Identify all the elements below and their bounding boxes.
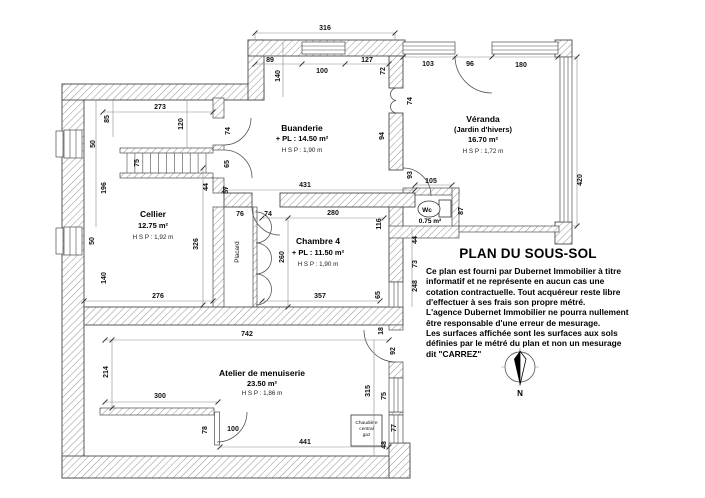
room-buanderie-hsp: H S P : 1,90 m — [282, 147, 323, 154]
room-cellier-name: Cellier — [140, 209, 167, 219]
boiler-label-3: gaz — [363, 433, 371, 438]
dim-57: 57 — [223, 186, 230, 194]
room-chambre4-hsp: H S P : 1,90 m — [298, 261, 339, 268]
room-chambre4-name: Chambre 4 — [296, 236, 340, 246]
outer-walls — [61, 39, 573, 479]
dim-180: 180 — [515, 62, 527, 69]
dim-214: 214 — [103, 366, 110, 378]
boiler-label-2: central — [359, 426, 373, 432]
room-veranda-alt: (Jardin d'hivers) — [454, 125, 513, 134]
room-buanderie-area: + PL : 14.50 m² — [276, 134, 329, 143]
dim-92: 92 — [390, 347, 397, 355]
dim-140-top: 140 — [275, 70, 282, 82]
dim-87: 87 — [458, 207, 465, 215]
interior-walls — [83, 55, 560, 416]
dim-44-a: 44 — [203, 183, 210, 191]
windows — [55, 41, 573, 444]
room-chambre4-area: + PL : 11.50 m² — [292, 248, 345, 257]
room-buanderie-name: Buanderie — [281, 123, 323, 133]
disclaimer-paragraph-3: Les surfaces affichée sont les surfaces … — [426, 327, 622, 359]
dim-357: 357 — [314, 293, 326, 300]
toilet-icon — [417, 199, 452, 218]
dim-105: 105 — [425, 178, 437, 185]
dim-260: 260 — [279, 251, 286, 263]
boiler-box: Chaudière central gaz — [350, 414, 383, 447]
stairs — [119, 147, 214, 179]
disclaimer-block: Ce plan est fourni par Dubernet Immobili… — [426, 266, 630, 359]
dim-316: 316 — [319, 25, 331, 32]
dim-77: 77 — [391, 424, 398, 432]
dim-48: 48 — [381, 441, 388, 449]
dim-18: 18 — [378, 327, 385, 335]
boiler-label-1: Chaudière — [355, 420, 377, 426]
dim-315: 315 — [365, 385, 372, 397]
disclaimer-paragraph-2: L'agence Dubernet Immobilier ne pourra n… — [426, 307, 629, 328]
dim-742: 742 — [241, 331, 253, 338]
dim-103: 103 — [422, 61, 434, 68]
dim-50-b: 50 — [89, 237, 96, 245]
dim-65-b: 65 — [375, 291, 382, 299]
dimension-lines — [81, 30, 580, 456]
disclaimer-paragraph-1: Ce plan est fourni par Dubernet Immobili… — [426, 266, 621, 307]
dim-89: 89 — [266, 57, 274, 64]
dim-75-stairs: 75 — [134, 159, 141, 167]
dim-50-a: 50 — [90, 140, 97, 148]
dim-44-b: 44 — [412, 236, 419, 244]
dim-78: 78 — [202, 426, 209, 434]
room-veranda-area: 16.70 m² — [468, 135, 499, 144]
room-atelier-name: Atelier de menuiserie — [219, 368, 305, 378]
dim-76: 76 — [236, 211, 244, 218]
dim-72: 72 — [380, 67, 387, 75]
dim-127: 127 — [361, 57, 373, 64]
dim-74-a: 74 — [225, 127, 232, 135]
room-wc-area: 0.75 m² — [419, 218, 442, 225]
dim-65-a: 65 — [224, 160, 231, 168]
plan-title: PLAN DU SOUS-SOL — [459, 246, 597, 261]
dim-116: 116 — [376, 218, 383, 229]
dim-431: 431 — [299, 182, 311, 189]
dim-74-b: 74 — [407, 97, 414, 105]
compass-icon: N — [501, 348, 539, 398]
dimension-labels: 316 89 100 127 72 140 103 96 180 420 273… — [89, 25, 584, 449]
room-labels: Buanderie + PL : 14.50 m² H S P : 1,90 m… — [133, 114, 513, 397]
dim-100-door: 100 — [227, 426, 239, 433]
dim-100-top: 100 — [316, 68, 328, 75]
room-wc-name: Wc — [422, 207, 432, 214]
room-veranda-hsp: H S P : 1,72 m — [463, 148, 504, 155]
door-swings — [214, 55, 493, 446]
room-placard-name: Placard — [234, 241, 241, 263]
room-atelier-hsp: H S P : 1,86 m — [242, 390, 283, 397]
dim-96: 96 — [466, 61, 474, 68]
dim-74-c: 74 — [264, 211, 272, 218]
dim-196: 196 — [101, 182, 108, 194]
dim-73: 73 — [412, 260, 419, 268]
dim-276: 276 — [152, 293, 164, 300]
dim-273: 273 — [154, 104, 166, 111]
dim-120: 120 — [178, 118, 185, 130]
dim-420: 420 — [577, 174, 584, 186]
dim-94: 94 — [379, 132, 386, 140]
room-cellier-area: 12.75 m² — [138, 221, 169, 230]
dim-326: 326 — [193, 238, 200, 250]
dim-280: 280 — [327, 210, 339, 217]
room-atelier-area: 23.50 m² — [247, 379, 278, 388]
dim-300: 300 — [154, 393, 166, 400]
dim-441: 441 — [299, 439, 311, 446]
dim-93: 93 — [407, 171, 414, 179]
dim-140-left: 140 — [101, 272, 108, 284]
dim-75-b: 75 — [381, 392, 388, 400]
dim-248: 248 — [412, 280, 419, 292]
room-cellier-hsp: H S P : 1,92 m — [133, 234, 174, 241]
compass-north-label: N — [517, 389, 523, 398]
room-veranda-name: Véranda — [466, 114, 500, 124]
dim-85: 85 — [104, 115, 111, 123]
